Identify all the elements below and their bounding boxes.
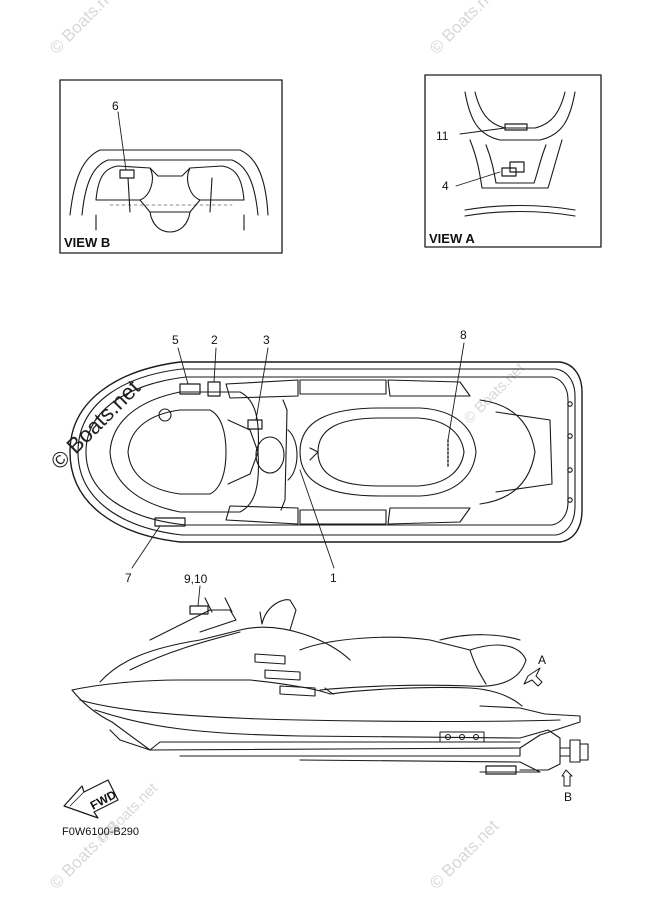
arrow-b-label: B	[564, 790, 572, 804]
callout-7: 7	[125, 571, 132, 585]
callout-9-10: 9,10	[184, 572, 208, 586]
callout-4: 4	[442, 179, 449, 193]
fwd-arrow: FWD	[63, 779, 119, 819]
callout-2: 2	[211, 333, 218, 347]
arrow-a-label: A	[538, 653, 546, 667]
top-view-watercraft: 5 2 3 8 7 1	[69, 328, 583, 585]
diagram-code: F0W6100-B290	[62, 826, 139, 838]
view-b-panel: 6 VIEW B	[59, 79, 283, 254]
view-a-panel: 11 4 VIEW A	[424, 74, 602, 248]
view-a-caption: VIEW A	[429, 231, 475, 246]
callout-8: 8	[460, 328, 467, 342]
callout-1: 1	[330, 571, 337, 585]
callout-3: 3	[263, 333, 270, 347]
callout-5: 5	[172, 333, 179, 347]
callout-11: 11	[436, 129, 449, 143]
view-b-caption: VIEW B	[64, 235, 110, 250]
side-view-watercraft: 9,10 A B	[71, 572, 589, 804]
callout-6: 6	[112, 99, 119, 113]
